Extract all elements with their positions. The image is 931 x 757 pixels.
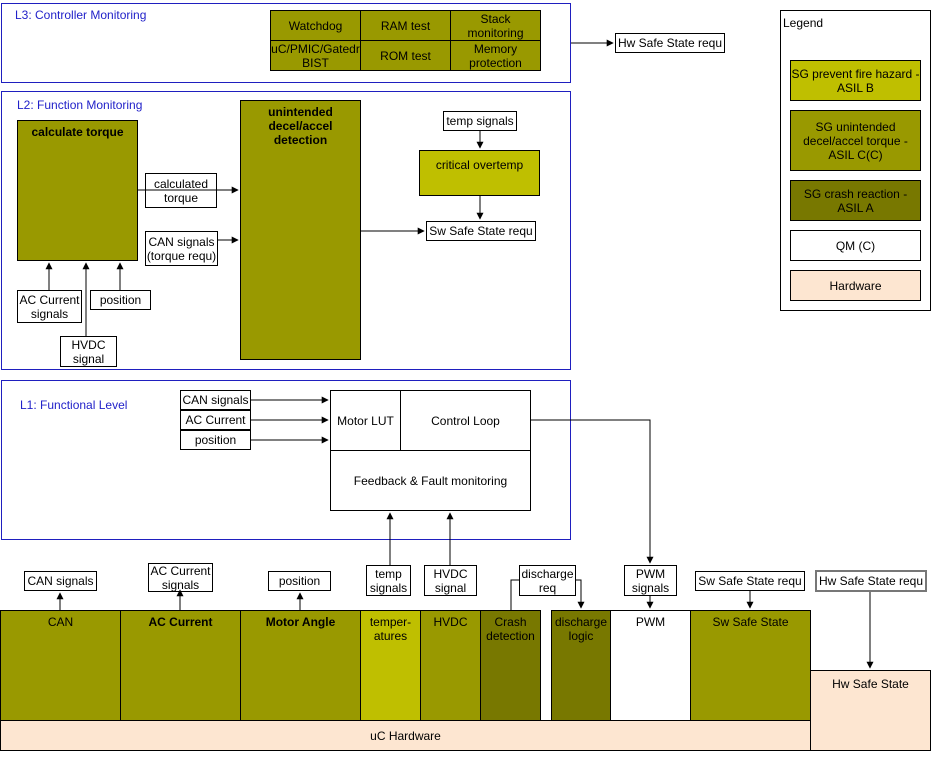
ac-current-signals-hw: AC Current signals [148, 563, 213, 592]
hw-discharge-logic: discharge logic [551, 610, 611, 721]
bist-box: uC/PMIC/Gatedr BIST [270, 40, 361, 71]
can-signals-l1: CAN signals [180, 390, 251, 410]
hw-safe-state-requ-hw: Hw Safe State requ [815, 570, 927, 592]
discharge-req-hw: discharge req [519, 565, 576, 596]
ac-current-l1: AC Current [180, 410, 251, 430]
level-l2-title: L2: Function Monitoring [17, 98, 143, 112]
rom-test-box: ROM test [360, 40, 451, 71]
level-l3-title: L3: Controller Monitoring [15, 8, 147, 22]
hvdc-signal-l2: HVDC signal [60, 336, 117, 367]
control-loop-box: Control Loop [400, 390, 531, 451]
hw-can: CAN [0, 610, 121, 721]
position-l1: position [180, 430, 251, 450]
hw-hw-safe-state: Hw Safe State [810, 670, 931, 751]
motor-lut-box: Motor LUT [330, 390, 401, 451]
level-l3-frame [1, 3, 571, 83]
hw-uc-hardware: uC Hardware [0, 720, 811, 751]
hw-crash-detection: Crash detection [480, 610, 541, 721]
legend-item-crash-reaction: SG crash reaction - ASIL A [790, 180, 921, 221]
level-l2-frame [1, 91, 571, 370]
position-hw: position [268, 571, 331, 591]
memory-protection-box: Memory protection [450, 40, 541, 71]
ram-test-box: RAM test [360, 10, 451, 41]
legend-item-hardware: Hardware [790, 270, 921, 301]
hw-temperatures: temper- atures [360, 610, 421, 721]
hw-safe-state-requ-l3: Hw Safe State requ [615, 33, 725, 53]
calculate-torque-box: calculate torque [17, 120, 138, 261]
arrow-crash-to-discharge [510, 579, 519, 610]
temp-signals-hw: temp signals [366, 565, 411, 596]
critical-overtemp-box: critical overtemp [419, 150, 540, 196]
hw-sw-safe-state: Sw Safe State [690, 610, 811, 721]
legend-title: Legend [783, 16, 824, 30]
unintended-detection-box: unintended decel/accel detection [240, 100, 361, 360]
legend-item-fire-hazard: SG prevent fire hazard - ASIL B [790, 60, 921, 101]
position-l2: position [90, 290, 151, 310]
stack-monitoring-box: Stack monitoring [450, 10, 541, 41]
hw-motor-angle: Motor Angle [240, 610, 361, 721]
level-l1-title: L1: Functional Level [20, 398, 128, 412]
arrow-discharge-to-logic [576, 579, 585, 609]
legend-item-qm: QM (C) [790, 230, 921, 261]
watchdog-box: Watchdog [270, 10, 361, 41]
hw-ac-current: AC Current [120, 610, 241, 721]
can-signals-hw: CAN signals [24, 571, 97, 591]
legend-item-unintended-torque: SG unintended decel/accel torque - ASIL … [790, 110, 921, 171]
sw-safe-state-requ-l2: Sw Safe State requ [426, 221, 536, 241]
feedback-fault-box: Feedback & Fault monitoring [330, 450, 531, 511]
hw-hvdc: HVDC [420, 610, 481, 721]
temp-signals-l2: temp signals [443, 111, 517, 131]
can-signals-torque-label: CAN signals (torque requ) [145, 231, 218, 266]
calculated-torque-label: calculated torque [145, 173, 217, 208]
ac-current-signals-l2: AC Current signals [17, 290, 82, 323]
pwm-signals-hw: PWM signals [624, 565, 677, 596]
hw-pwm: PWM [610, 610, 691, 721]
hvdc-signal-hw: HVDC signal [424, 565, 477, 596]
sw-safe-state-requ-hw: Sw Safe State requ [695, 571, 805, 591]
